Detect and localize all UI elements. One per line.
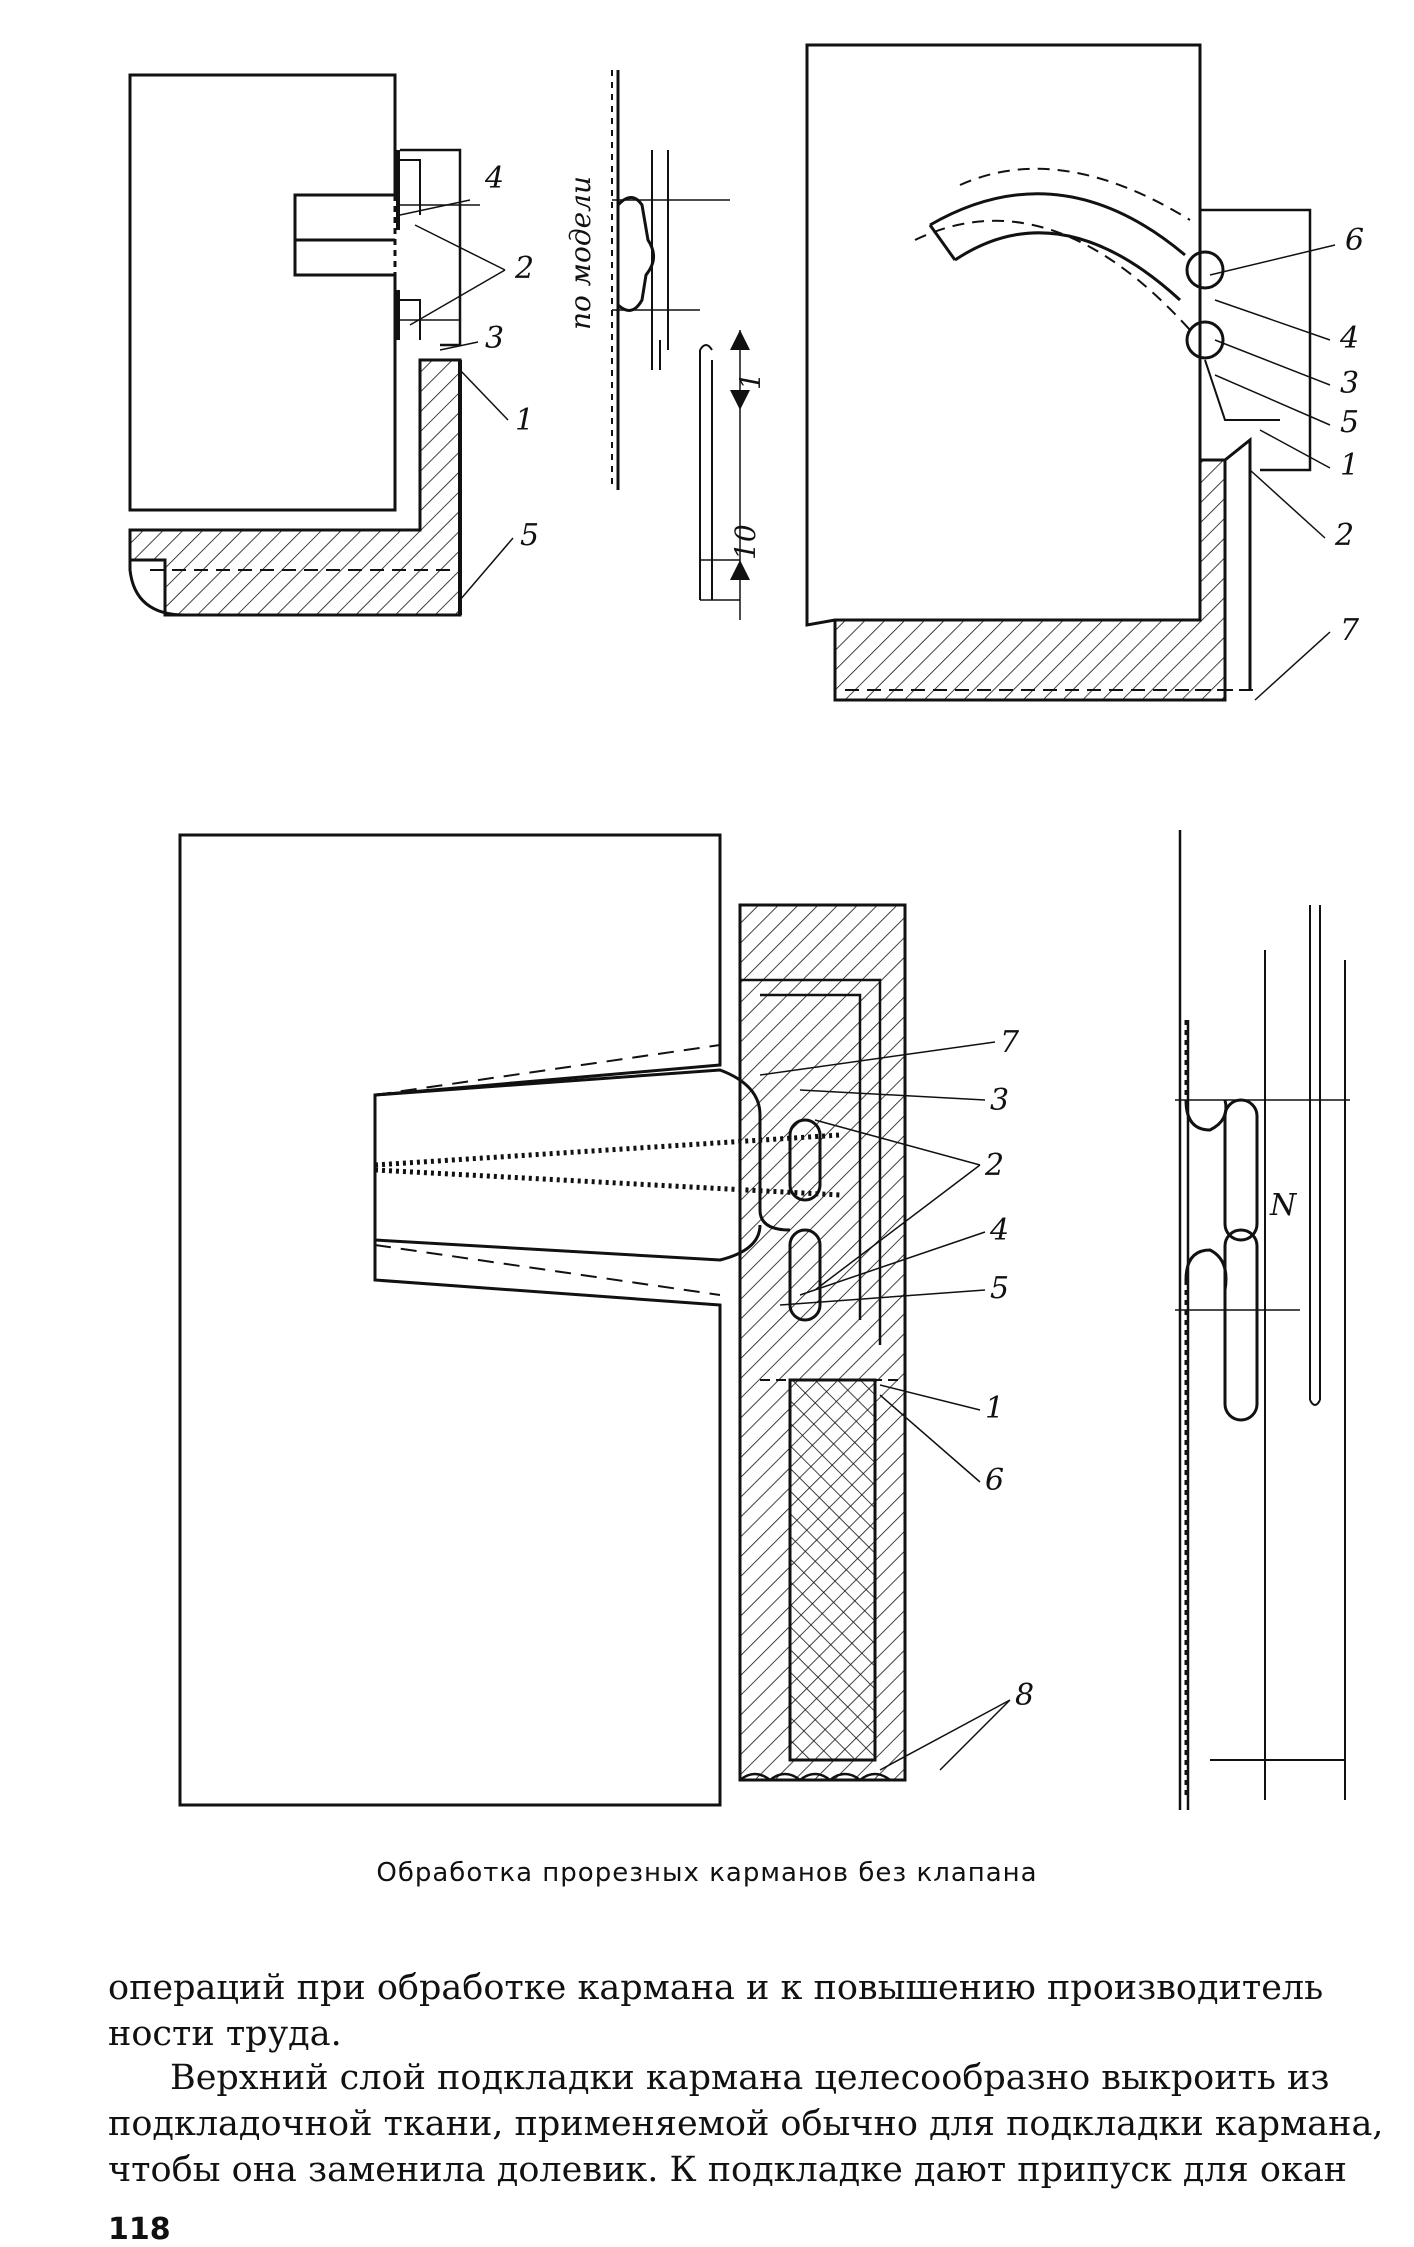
svg-text:6: 6 <box>985 1463 1004 1498</box>
svg-text:2: 2 <box>984 1148 1004 1183</box>
svg-text:10: 10 <box>729 524 762 560</box>
svg-text:4: 4 <box>484 161 504 196</box>
svg-text:8: 8 <box>1015 1678 1034 1713</box>
svg-text:3: 3 <box>1340 366 1359 401</box>
figure-4-labels: 7 3 2 4 5 1 6 8 <box>759 1025 1034 1771</box>
svg-text:1: 1 <box>515 403 534 438</box>
figure-3-labels: 6 4 3 5 1 2 7 <box>1209 223 1364 701</box>
svg-text:N: N <box>1269 1188 1298 1223</box>
svg-text:6: 6 <box>1345 223 1364 258</box>
paragraph-2: Верхний слой подкладки кармана целесообр… <box>108 2058 1384 2190</box>
technical-drawings: 4 2 3 1 5 по модели 1 10 <box>128 43 1364 1810</box>
svg-text:2: 2 <box>1334 518 1354 553</box>
figure-5-labels: N <box>1269 1188 1298 1223</box>
page-number: 118 <box>108 2212 171 2247</box>
figure-2 <box>611 70 750 620</box>
figure-caption: Обработка прорезных карманов без клапана <box>376 1858 1038 1888</box>
figure-1 <box>128 73 480 617</box>
svg-text:4: 4 <box>989 1213 1009 1248</box>
svg-text:по модели: по модели <box>564 176 597 330</box>
svg-text:7: 7 <box>1340 613 1360 648</box>
svg-text:4: 4 <box>1339 321 1359 356</box>
figure-5 <box>1175 830 1350 1810</box>
svg-text:7: 7 <box>1000 1025 1020 1060</box>
figure-2-labels: по модели 1 10 <box>564 176 767 560</box>
svg-text:1: 1 <box>1340 448 1359 483</box>
svg-text:5: 5 <box>1340 405 1359 440</box>
svg-text:1: 1 <box>734 372 767 390</box>
svg-text:3: 3 <box>485 321 504 356</box>
paragraph-1: операций при обработке кармана и к повыш… <box>108 1968 1324 2054</box>
figure-4 <box>178 833 907 1807</box>
svg-text:3: 3 <box>990 1083 1009 1118</box>
svg-text:5: 5 <box>990 1271 1009 1306</box>
figure-1-labels: 4 2 3 1 5 <box>399 161 539 601</box>
svg-text:2: 2 <box>514 251 534 286</box>
svg-text:5: 5 <box>520 518 539 553</box>
figure-3 <box>805 43 1312 702</box>
svg-text:1: 1 <box>985 1391 1004 1426</box>
